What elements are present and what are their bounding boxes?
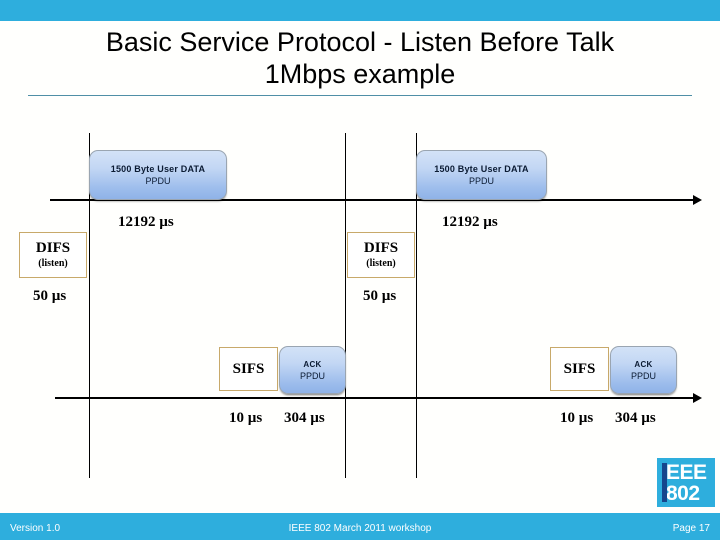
timeline-divider-2 (345, 133, 346, 478)
timeline-divider-3 (416, 133, 417, 478)
footer-event: IEEE 802 March 2011 workshop (288, 523, 432, 534)
logo-line-2: 802 (666, 481, 700, 505)
ieee-802-logo: EEE 802 (657, 458, 715, 507)
difs-label: DIFS (363, 240, 399, 256)
difs-duration-label-left: 50 µs (33, 288, 67, 304)
difs-box-left[interactable]: DIFS (listen) (19, 232, 87, 278)
sifs-label: SIFS (563, 360, 596, 377)
sifs-duration-label-left: 10 µs (229, 410, 263, 426)
page-title-line-2: 1Mbps example (264, 59, 456, 89)
data-duration-label-right: 12192 µs (442, 214, 498, 230)
difs-duration-label-right: 50 µs (363, 288, 397, 304)
lower-timeline-axis (55, 397, 695, 399)
ack-duration-label-left: 304 µs (284, 410, 325, 426)
ack-ppdu-subtitle: PPDU (630, 370, 656, 381)
ack-ppdu-box-left[interactable]: ACK PPDU (279, 346, 346, 394)
sifs-box-left[interactable]: SIFS (219, 347, 278, 391)
footer-band (0, 513, 720, 540)
sifs-label: SIFS (232, 360, 265, 377)
ack-ppdu-box-right[interactable]: ACK PPDU (610, 346, 677, 394)
footer-version: Version 1.0 (10, 523, 61, 534)
data-ppdu-box-right[interactable]: 1500 Byte User DATA PPDU (416, 150, 547, 200)
top-accent-band (0, 0, 720, 21)
logo-accent-bar (662, 463, 667, 502)
difs-label: DIFS (35, 240, 71, 256)
sifs-duration-label-right: 10 µs (560, 410, 594, 426)
footer-page-number: Page 17 (672, 523, 710, 534)
difs-box-right[interactable]: DIFS (listen) (347, 232, 415, 278)
ack-ppdu-subtitle: PPDU (299, 370, 325, 381)
page-title: Basic Service Protocol - Listen Before T… (0, 26, 720, 90)
timeline-divider-1 (89, 133, 90, 478)
upper-timeline-axis (50, 199, 695, 201)
difs-sublabel: (listen) (366, 258, 396, 269)
page-title-line-1: Basic Service Protocol - Listen Before T… (105, 27, 615, 57)
data-ppdu-title: 1500 Byte User DATA (434, 163, 529, 174)
difs-sublabel: (listen) (38, 258, 68, 269)
upper-timeline-arrowhead (693, 195, 702, 205)
lower-timeline-arrowhead (693, 393, 702, 403)
data-ppdu-subtitle: PPDU (145, 175, 171, 186)
ack-ppdu-title: ACK (303, 359, 322, 369)
data-duration-label-left: 12192 µs (118, 214, 174, 230)
sifs-box-right[interactable]: SIFS (550, 347, 609, 391)
data-ppdu-subtitle: PPDU (468, 175, 494, 186)
data-ppdu-box-left[interactable]: 1500 Byte User DATA PPDU (89, 150, 227, 200)
ack-ppdu-title: ACK (634, 359, 653, 369)
logo-line-1: EEE (666, 460, 707, 484)
ack-duration-label-right: 304 µs (615, 410, 656, 426)
data-ppdu-title: 1500 Byte User DATA (110, 163, 206, 174)
title-divider (28, 95, 692, 96)
